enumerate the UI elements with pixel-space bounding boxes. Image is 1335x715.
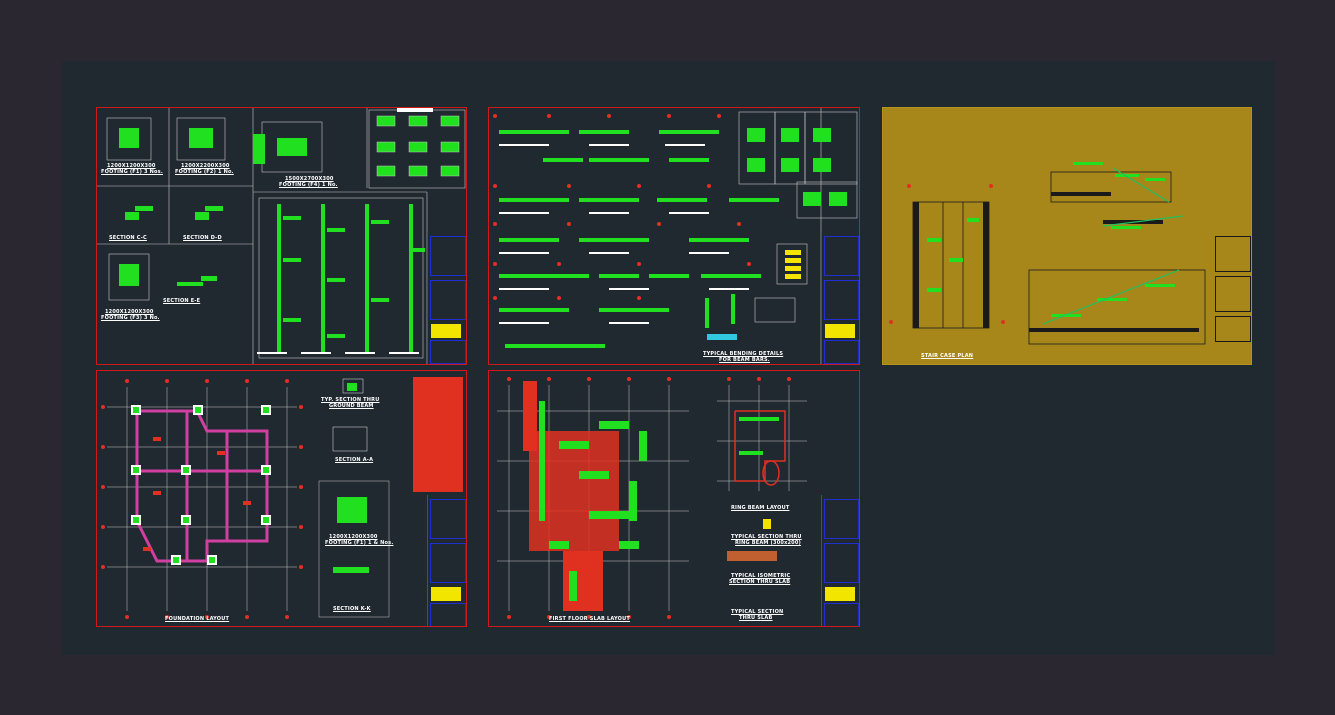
footing-f1-title: 1200X1200X300 bbox=[329, 534, 378, 540]
foundation-layout-drawing bbox=[101, 377, 463, 619]
stair-case-plan-label: STAIR CASE PLAN bbox=[921, 353, 974, 359]
title-block bbox=[427, 495, 466, 626]
title-block bbox=[1213, 232, 1251, 364]
footing-f3-title: 1200X1200X300 bbox=[105, 309, 154, 315]
grade-beam-subtitle: GROUND BEAM bbox=[329, 403, 374, 409]
grade-beam-title: TYP. SECTION THRU bbox=[321, 397, 380, 403]
bending-details-subtitle: FOR BEAM BARS. bbox=[719, 357, 770, 363]
title-block bbox=[821, 232, 859, 364]
typical-section-title: TYPICAL SECTION bbox=[731, 609, 784, 615]
foundation-layout-label: FOUNDATION LAYOUT bbox=[165, 616, 230, 622]
ring-beam-layout-label: RING BEAM LAYOUT bbox=[731, 505, 790, 511]
footing-f2-subtitle: FOOTING (F2) 1 No. bbox=[175, 169, 234, 175]
footing-f1-subtitle: FOOTING (F1) 1 & Nos. bbox=[325, 540, 394, 546]
footing-f4-title: 1500X2700X300 bbox=[285, 176, 334, 182]
slab-layout-drawing bbox=[497, 377, 807, 619]
ring-section-subtitle: RING BEAM (300x200) bbox=[735, 540, 802, 546]
title-block bbox=[427, 232, 466, 364]
section-e-e-label: SECTION E-E bbox=[163, 298, 201, 304]
section-d-d-label: SECTION D-D bbox=[183, 235, 222, 241]
footing-f3-subtitle: FOOTING (F3) 3 No. bbox=[101, 315, 160, 321]
footing-f1-title: 1200X1200X300 bbox=[107, 163, 156, 169]
sheet-foundation-details[interactable]: 1200X1200X300 FOOTING (F1) 3 Nos. 1200X2… bbox=[96, 107, 467, 365]
beam-details-drawing bbox=[493, 108, 858, 364]
foundation-details-drawing bbox=[97, 108, 466, 364]
sheet-foundation-layout[interactable]: TYP. SECTION THRU GROUND BEAM SECTION A-… bbox=[96, 370, 467, 627]
first-floor-slab-layout-label: FIRST FLOOR SLAB LAYOUT bbox=[549, 616, 630, 622]
footing-f1-subtitle: FOOTING (F1) 3 Nos. bbox=[101, 169, 163, 175]
section-c-c-label: SECTION C-C bbox=[109, 235, 147, 241]
sheet-beam-details[interactable]: TYPICAL BENDING DETAILS FOR BEAM BARS. bbox=[488, 107, 860, 365]
staircase-drawing bbox=[889, 162, 1206, 345]
footing-f4-subtitle: FOOTING (F4) 1 No. bbox=[279, 182, 338, 188]
cad-model-space[interactable]: 1200X1200X300 FOOTING (F1) 3 Nos. 1200X2… bbox=[62, 61, 1275, 655]
ring-section-title: TYPICAL SECTION THRU bbox=[731, 534, 802, 540]
section-k-k-label: SECTION K-K bbox=[333, 606, 371, 612]
isometric-subtitle: SECTION THRU SLAB bbox=[729, 579, 791, 585]
isometric-title: TYPICAL ISOMETRIC bbox=[731, 573, 791, 579]
sheet-slab-layout[interactable]: RING BEAM LAYOUT TYPICAL SECTION THRU RI… bbox=[488, 370, 860, 627]
typical-section-subtitle: THRU SLAB bbox=[739, 615, 773, 621]
title-block bbox=[821, 495, 859, 626]
footing-f2-title: 1200X2200X300 bbox=[181, 163, 230, 169]
bending-details-title: TYPICAL BENDING DETAILS bbox=[703, 351, 784, 357]
section-a-a-label: SECTION A-A bbox=[335, 457, 374, 463]
sheet-staircase[interactable]: STAIR CASE PLAN bbox=[882, 107, 1252, 365]
